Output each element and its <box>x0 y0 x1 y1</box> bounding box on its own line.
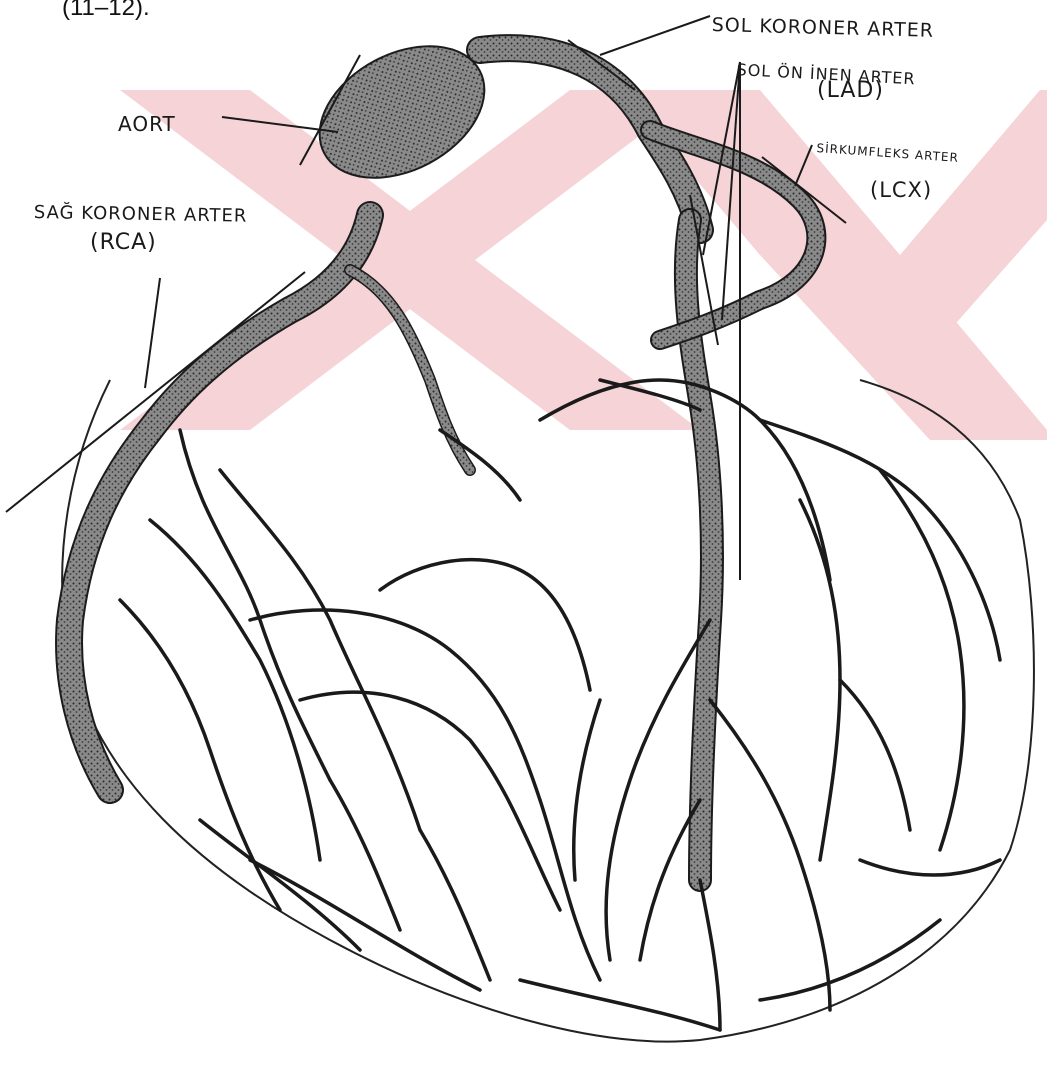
main-arteries <box>69 19 816 880</box>
label-lcx-abbr: (LCX) <box>870 180 932 201</box>
caption-fragment: (11–12). <box>62 0 150 22</box>
branch-network <box>120 380 1000 1030</box>
label-aort: AORT <box>118 114 176 134</box>
label-rca-name: SAĞ KORONER ARTER <box>34 204 248 226</box>
label-lad-abbr: (LAD) <box>817 80 884 102</box>
watermark-logo <box>120 90 1047 440</box>
label-rca-abbr: (RCA) <box>90 232 157 254</box>
